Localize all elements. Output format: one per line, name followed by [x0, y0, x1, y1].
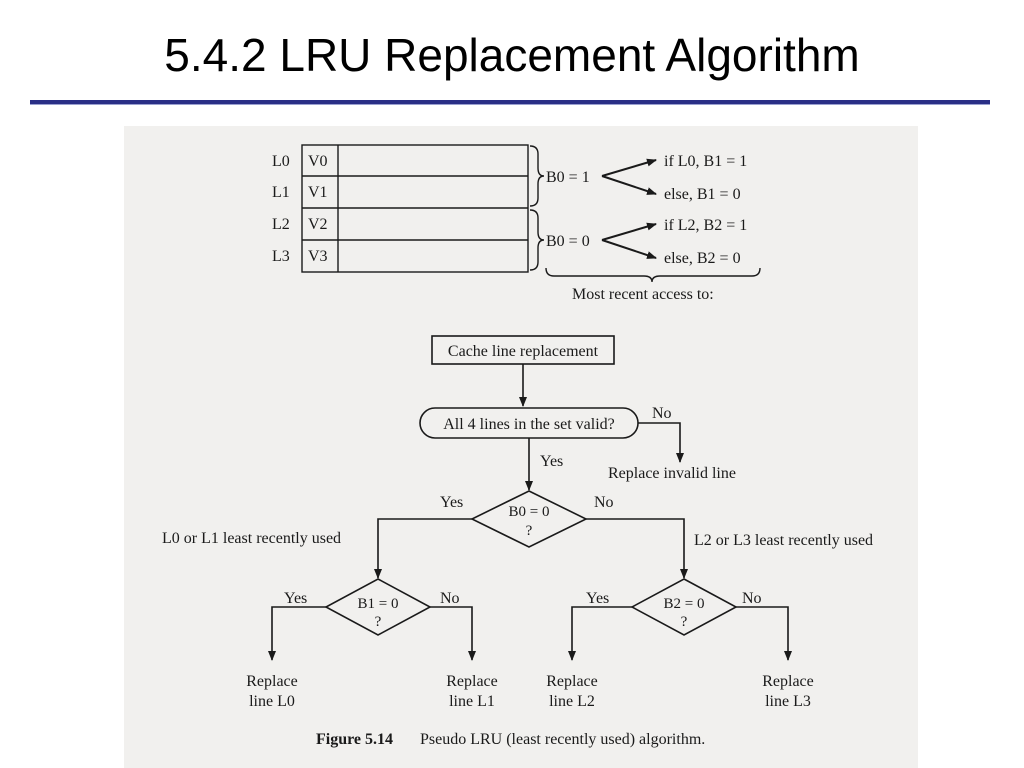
replace-l0-word: Replace — [246, 673, 298, 690]
l0-l1-least-recent-text: L0 or L1 least recently used — [162, 530, 341, 547]
line-label-l3: L3 — [272, 248, 290, 265]
cache-line-replacement-text: Cache line replacement — [448, 343, 599, 360]
b2-decision-diamond — [630, 578, 738, 636]
b0-decision-diamond — [470, 490, 588, 548]
line-label-l1: L1 — [272, 184, 290, 201]
b0-equals-1-label: B0 = 1 — [546, 169, 590, 186]
most-recent-access-label: Most recent access to: — [572, 286, 714, 303]
replace-l0-line: line L0 — [249, 693, 295, 710]
arrow-to-else-1 — [601, 175, 657, 195]
no-label-b2: No — [742, 590, 762, 607]
b2-decision-question: ? — [681, 614, 688, 630]
b2-decision-text: B2 = 0 — [664, 596, 705, 612]
yes-label-b0: Yes — [440, 494, 463, 511]
rule-if-l0: if L0, B1 = 1 — [664, 153, 747, 170]
replace-l2-line: line L2 — [549, 693, 595, 710]
valid-bit-v1: V1 — [308, 184, 328, 201]
figure-caption-text: Pseudo LRU (least recently used) algorit… — [420, 731, 705, 748]
b1-yes-to-l0 — [268, 606, 326, 661]
b1-decision-diamond — [324, 578, 432, 636]
b0-decision-question: ? — [526, 523, 533, 539]
no-label-b0: No — [594, 494, 614, 511]
line-label-l2: L2 — [272, 216, 290, 233]
no-label-b1: No — [440, 590, 460, 607]
replace-invalid-line-text: Replace invalid line — [608, 465, 736, 482]
arrow-to-if-l0 — [601, 158, 657, 177]
valid-bit-v0: V0 — [308, 153, 328, 170]
b1-no-to-l1 — [430, 606, 476, 661]
yes-label-valid: Yes — [540, 453, 563, 470]
title-underline — [30, 100, 990, 105]
b1-decision-text: B1 = 0 — [358, 596, 399, 612]
slide-title: 5.4.2 LRU Replacement Algorithm — [164, 29, 860, 81]
rule-else-b1: else, B1 = 0 — [664, 186, 741, 203]
l2-l3-least-recent-text: L2 or L3 least recently used — [694, 532, 873, 549]
rule-if-l2: if L2, B2 = 1 — [664, 217, 747, 234]
rule-else-b2: else, B2 = 0 — [664, 250, 741, 267]
brace-top — [529, 145, 545, 207]
cache-set-table — [301, 144, 529, 273]
b0-equals-0-label: B0 = 0 — [546, 233, 590, 250]
arrow-to-if-l2 — [601, 222, 657, 241]
replace-l1-word: Replace — [446, 673, 498, 690]
b2-no-to-l3 — [736, 606, 792, 661]
b0-no-to-b2 — [586, 518, 688, 579]
no-label-valid: No — [652, 405, 672, 422]
line-label-l0: L0 — [272, 153, 290, 170]
b2-yes-to-l2 — [568, 606, 632, 661]
figure-caption-label: Figure 5.14 — [316, 731, 393, 748]
replace-l1-line: line L1 — [449, 693, 495, 710]
valid-bit-v2: V2 — [308, 216, 328, 233]
scanned-page-background — [124, 126, 918, 768]
brace-bottom — [529, 209, 545, 271]
no-branch-to-replace-invalid — [638, 422, 684, 463]
replace-l3-word: Replace — [762, 673, 814, 690]
b1-decision-question: ? — [375, 614, 382, 630]
yes-label-b1: Yes — [284, 590, 307, 607]
brace-most-recent — [545, 267, 761, 283]
b0-yes-to-b1 — [374, 518, 472, 579]
valid-bit-v3: V3 — [308, 248, 328, 265]
arrow-to-else-2 — [601, 239, 657, 259]
replace-l2-word: Replace — [546, 673, 598, 690]
yes-label-b2: Yes — [586, 590, 609, 607]
b0-decision-text: B0 = 0 — [509, 504, 550, 520]
replace-l3-line: line L3 — [765, 693, 811, 710]
all-lines-valid-text: All 4 lines in the set valid? — [443, 416, 615, 433]
